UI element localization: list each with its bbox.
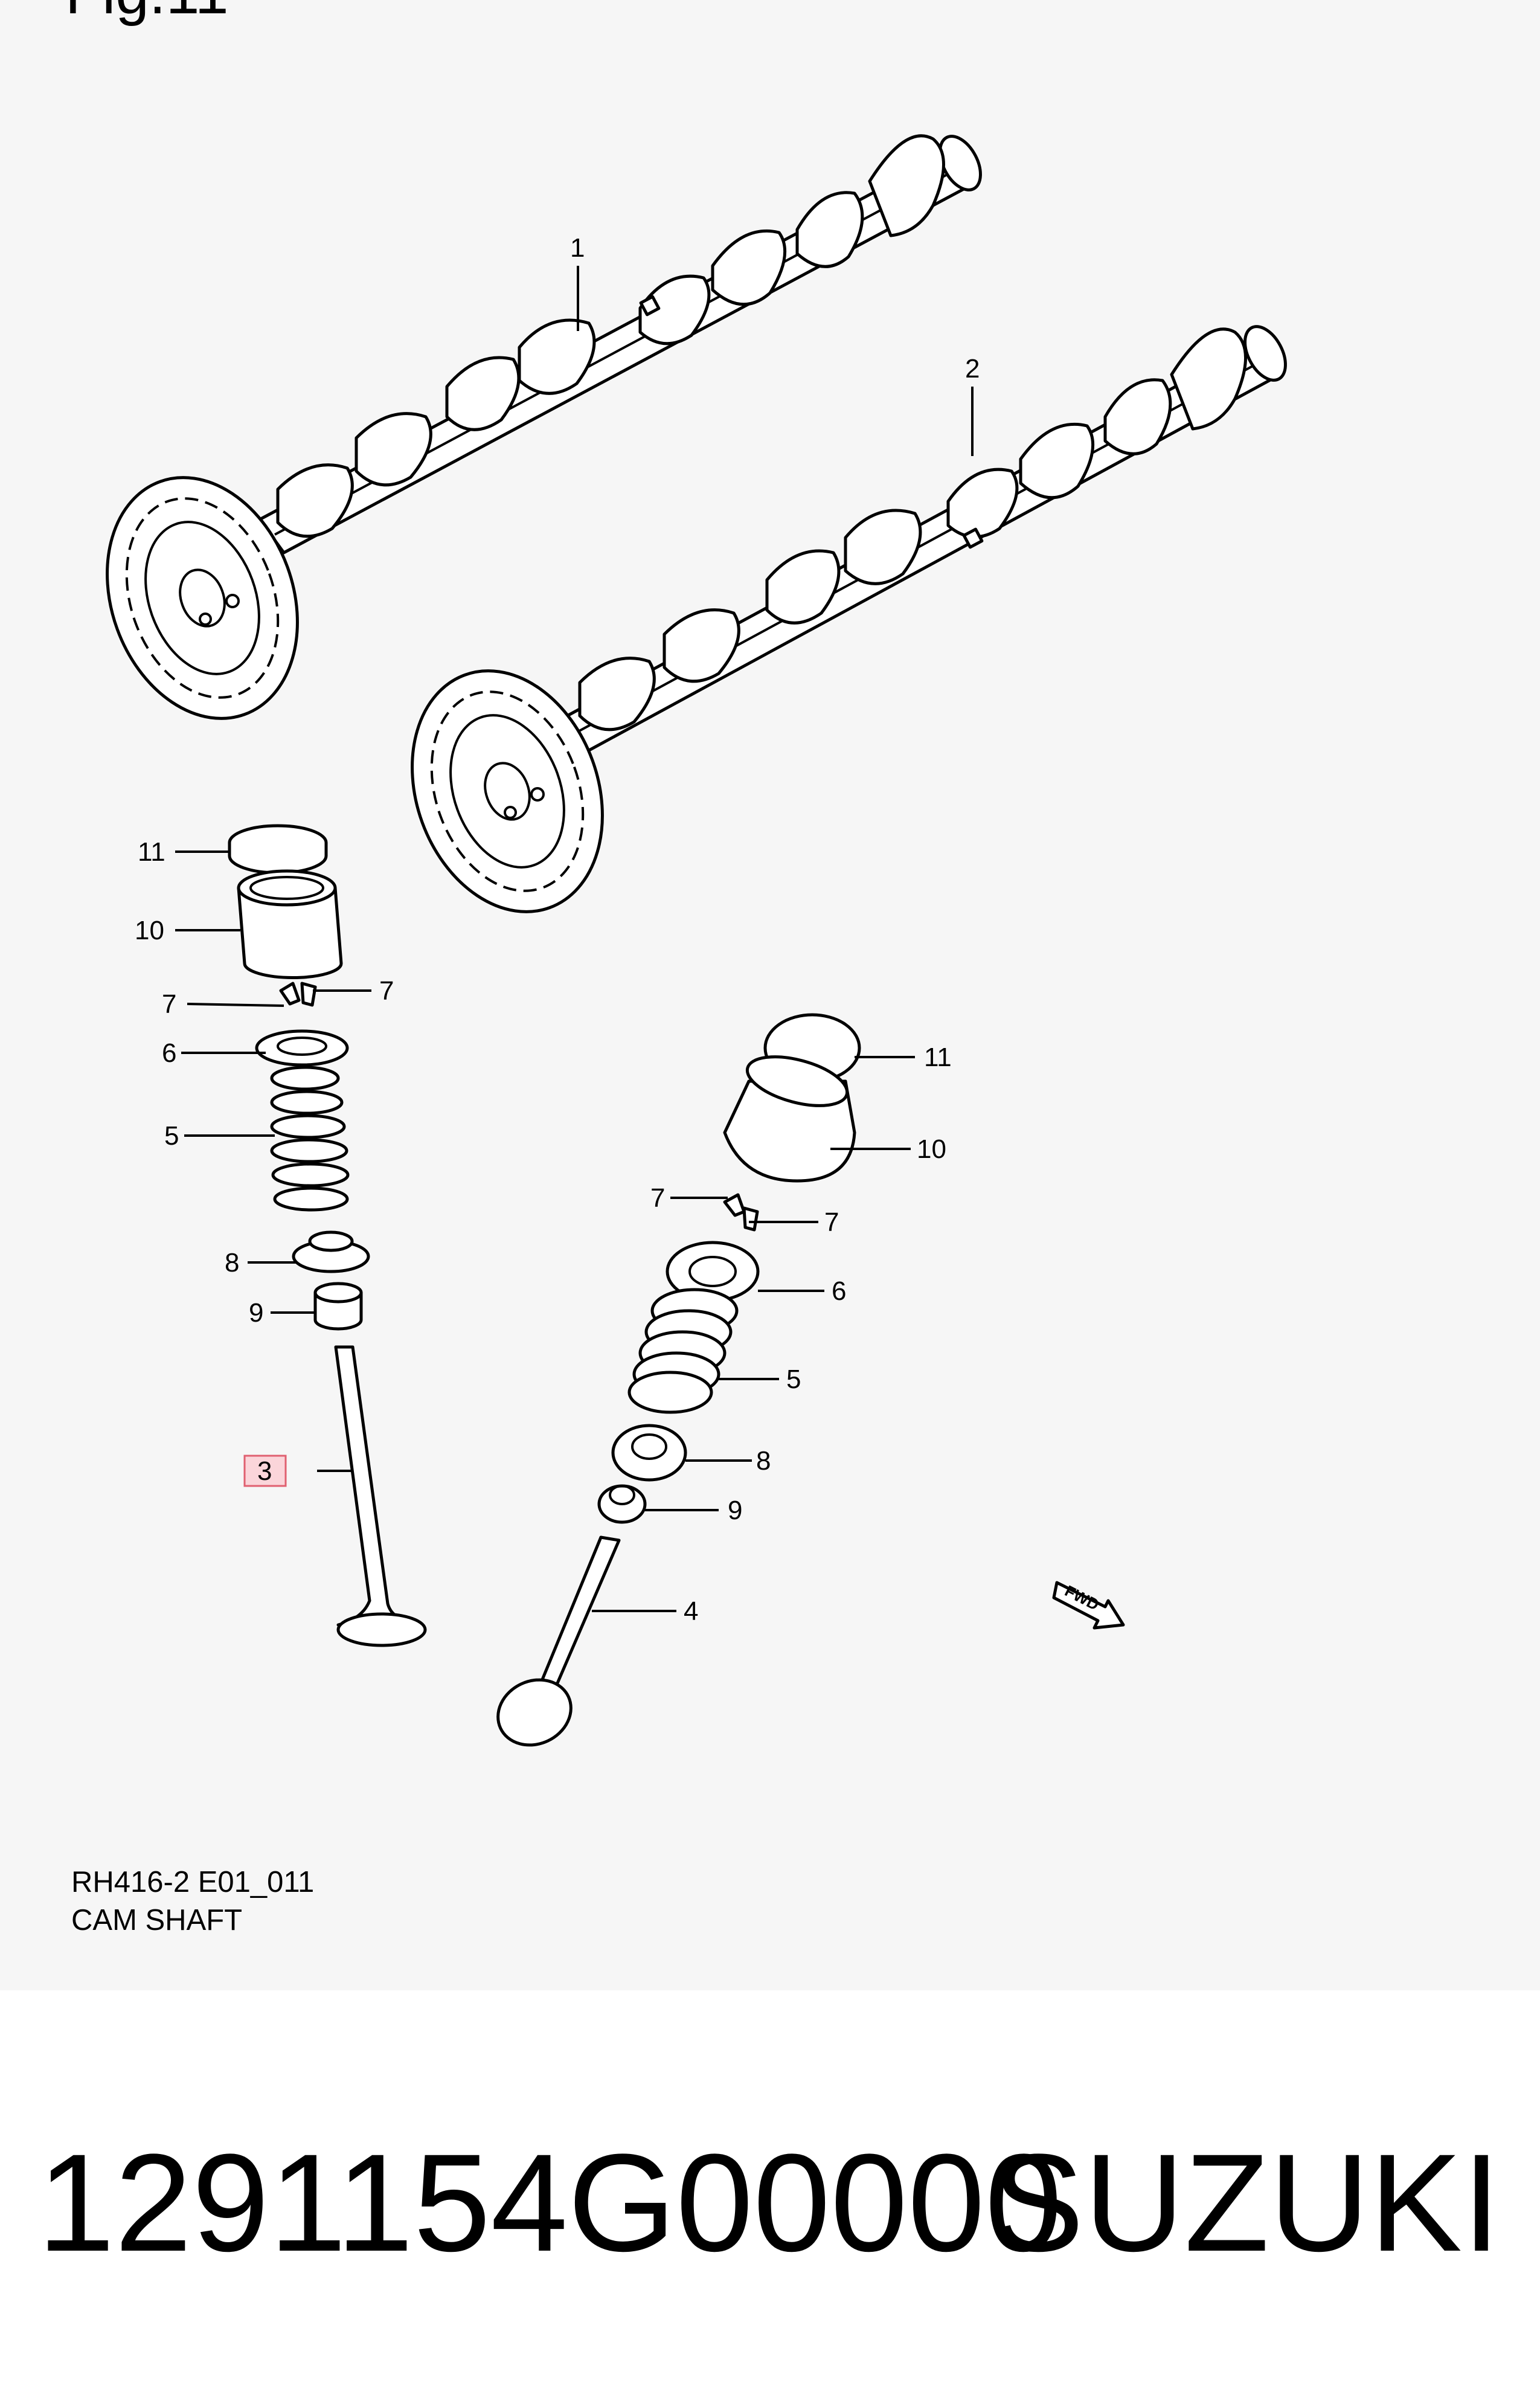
- leader-lines: [175, 266, 974, 1612]
- spring-left[interactable]: [270, 1066, 350, 1212]
- tappet-left[interactable]: [237, 869, 343, 979]
- figure-code: RH416-2 E01_011: [71, 1866, 315, 1898]
- diagram-panel: Fig.11: [65, 0, 1294, 1937]
- stem-seal-right[interactable]: [597, 1484, 647, 1524]
- callout-6-left[interactable]: 6: [162, 1038, 176, 1068]
- callout-10-right[interactable]: 10: [917, 1134, 946, 1164]
- callout-3[interactable]: 3: [257, 1456, 272, 1486]
- callout-9-right[interactable]: 9: [728, 1496, 742, 1525]
- callout-3-highlight: [243, 1455, 287, 1487]
- callout-4[interactable]: 4: [684, 1596, 698, 1626]
- spring-seat-right[interactable]: [611, 1424, 687, 1482]
- figure-name: CAM SHAFT: [71, 1904, 243, 1937]
- callout-10-left[interactable]: 10: [135, 916, 164, 945]
- callout-5-right[interactable]: 5: [786, 1365, 801, 1394]
- valve-4[interactable]: [487, 1535, 621, 1757]
- shim-left[interactable]: [228, 824, 328, 875]
- camshaft-1[interactable]: [75, 129, 989, 745]
- callout-7-right-b[interactable]: 7: [824, 1207, 839, 1237]
- right-valve-assembly: [487, 1013, 861, 1757]
- left-valve-assembly: [228, 824, 427, 1647]
- spring-right[interactable]: [627, 1288, 739, 1414]
- camshaft-2[interactable]: [380, 320, 1294, 938]
- fwd-arrow-icon: FWD: [1052, 1581, 1125, 1630]
- tappet-right[interactable]: [723, 1047, 856, 1183]
- callout-6-right[interactable]: 6: [832, 1276, 846, 1306]
- callout-7-left-b[interactable]: 7: [379, 976, 394, 1006]
- callout-9-left[interactable]: 9: [249, 1298, 263, 1328]
- callout-8-right[interactable]: 8: [756, 1446, 771, 1476]
- stem-seal-left[interactable]: [313, 1282, 363, 1331]
- callout-7-right-a[interactable]: 7: [650, 1183, 665, 1213]
- cotter-right[interactable]: [723, 1193, 759, 1232]
- callout-2[interactable]: 2: [965, 354, 980, 384]
- callout-5-left[interactable]: 5: [164, 1121, 179, 1151]
- cotter-left[interactable]: [279, 982, 317, 1007]
- spring-seat-left[interactable]: [292, 1230, 370, 1273]
- part-number: 1291154G00000: [37, 2125, 1062, 2280]
- valve-3[interactable]: [334, 1345, 427, 1647]
- callout-7-left-a[interactable]: 7: [162, 989, 176, 1019]
- figure-title: Fig.11: [65, 0, 229, 23]
- callout-1[interactable]: 1: [570, 233, 585, 263]
- callout-11-right[interactable]: 11: [924, 1043, 952, 1072]
- exploded-parts-diagram: FWD 1: [75, 129, 1294, 1757]
- callout-11-left[interactable]: 11: [138, 837, 165, 867]
- callout-8-left[interactable]: 8: [225, 1248, 239, 1278]
- callout-labels: 1 2 11 10 7 7 6 5 8 9 3 11 10 7 7 6 5 8 …: [135, 233, 980, 1626]
- brand-name: SUZUKI: [991, 2125, 1501, 2280]
- retainer-left[interactable]: [255, 1029, 349, 1067]
